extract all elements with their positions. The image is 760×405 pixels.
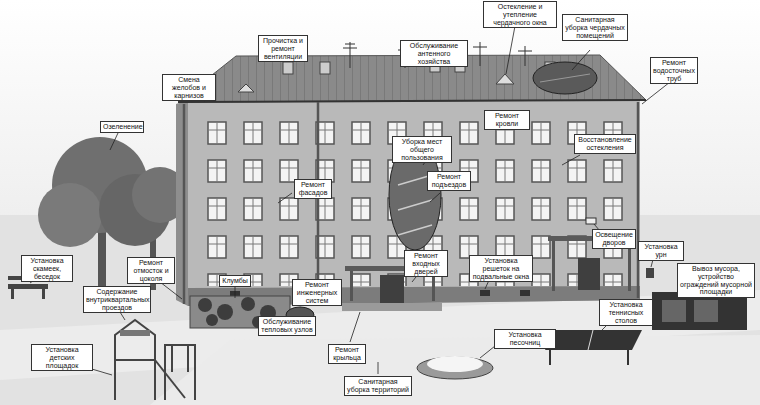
- callout-text: Ремонт крыльца: [331, 346, 363, 362]
- callout-text: Ремонт подъездов: [430, 173, 468, 189]
- callout-box: Остекление и утепление чердачного окна: [483, 1, 557, 28]
- callout-box: Восстановление остекления: [574, 134, 636, 154]
- callout-text: Обслуживание тепловых узлов: [261, 318, 313, 334]
- callout-box: Ремонт кровли: [484, 110, 530, 130]
- callout-box: Установка теннисных столов: [599, 299, 653, 326]
- callout-box: Клумбы: [219, 275, 251, 287]
- callout-text: Озеленение: [103, 123, 141, 131]
- callout-text: Вывоз мусора, устройство ограждений мусо…: [680, 265, 752, 296]
- callout-text: Освещение дворов: [595, 231, 633, 247]
- callout-box: Установка скамеек, беседок: [21, 255, 73, 282]
- callout-text: Ремонт кровли: [487, 112, 527, 128]
- callout-text: Ремонт фасадов: [297, 181, 329, 197]
- callout-box: Установка решеток на подвальные окна: [469, 255, 533, 282]
- callout-text: Остекление и утепление чердачного окна: [486, 3, 554, 26]
- callout-text: Ремонт входных дверей: [407, 252, 445, 275]
- callout-text: Ремонт водосточных труб: [653, 59, 695, 82]
- callout-text: Установка решеток на подвальные окна: [472, 257, 530, 280]
- callout-box: Ремонт водосточных труб: [650, 57, 698, 84]
- callout-box: Ремонт входных дверей: [404, 250, 448, 277]
- callout-text: Установка теннисных столов: [602, 301, 650, 324]
- callout-text: Уборка мест общего пользования: [395, 138, 449, 161]
- callout-text: Ремонт инженерных систем: [295, 281, 339, 304]
- callout-box: Освещение дворов: [592, 229, 636, 249]
- callout-text: Санитарная уборка территорий: [347, 378, 409, 394]
- callout-text: Смена желобов и карнизов: [165, 76, 213, 99]
- callout-text: Санитарная уборка чердачных помещений: [565, 16, 625, 39]
- callout-box: Озеленение: [100, 121, 144, 133]
- callout-box: Установка детских площадок: [31, 344, 93, 371]
- callout-box: Санитарная уборка территорий: [344, 376, 412, 396]
- callout-box: Ремонт инженерных систем: [292, 279, 342, 306]
- callout-text: Установка детских площадок: [34, 346, 90, 369]
- callout-box: Установка урн: [638, 241, 684, 261]
- callout-text: Обслуживание антенного хозяйства: [403, 42, 465, 65]
- callout-box: Санитарная уборка чердачных помещений: [562, 14, 628, 41]
- callout-box: Установка песочниц: [494, 329, 556, 349]
- callout-box: Уборка мест общего пользования: [392, 136, 452, 163]
- callout-box: Смена желобов и карнизов: [162, 74, 216, 101]
- callout-box: Содержание внутриквартальных проездов: [83, 286, 151, 313]
- callout-text: Клумбы: [222, 277, 248, 285]
- callout-text: Установка скамеек, беседок: [24, 257, 70, 280]
- callout-box: Ремонт отмосток и цоколя: [127, 257, 175, 284]
- callout-box: Ремонт крыльца: [328, 344, 366, 364]
- callout-text: Установка урн: [641, 243, 681, 259]
- callout-text: Установка песочниц: [497, 331, 553, 347]
- callout-text: Ремонт отмосток и цоколя: [130, 259, 172, 282]
- callout-box: Прочистка и ремонт вентиляции: [258, 35, 308, 62]
- callout-box: Вывоз мусора, устройство ограждений мусо…: [677, 263, 755, 298]
- callout-box: Обслуживание тепловых узлов: [258, 316, 316, 336]
- callout-box: Обслуживание антенного хозяйства: [400, 40, 468, 67]
- callout-text: Прочистка и ремонт вентиляции: [261, 37, 305, 60]
- callout-box: Ремонт подъездов: [427, 171, 471, 191]
- callout-text: Восстановление остекления: [577, 136, 633, 152]
- callout-text: Содержание внутриквартальных проездов: [86, 288, 148, 311]
- callout-box: Ремонт фасадов: [294, 179, 332, 199]
